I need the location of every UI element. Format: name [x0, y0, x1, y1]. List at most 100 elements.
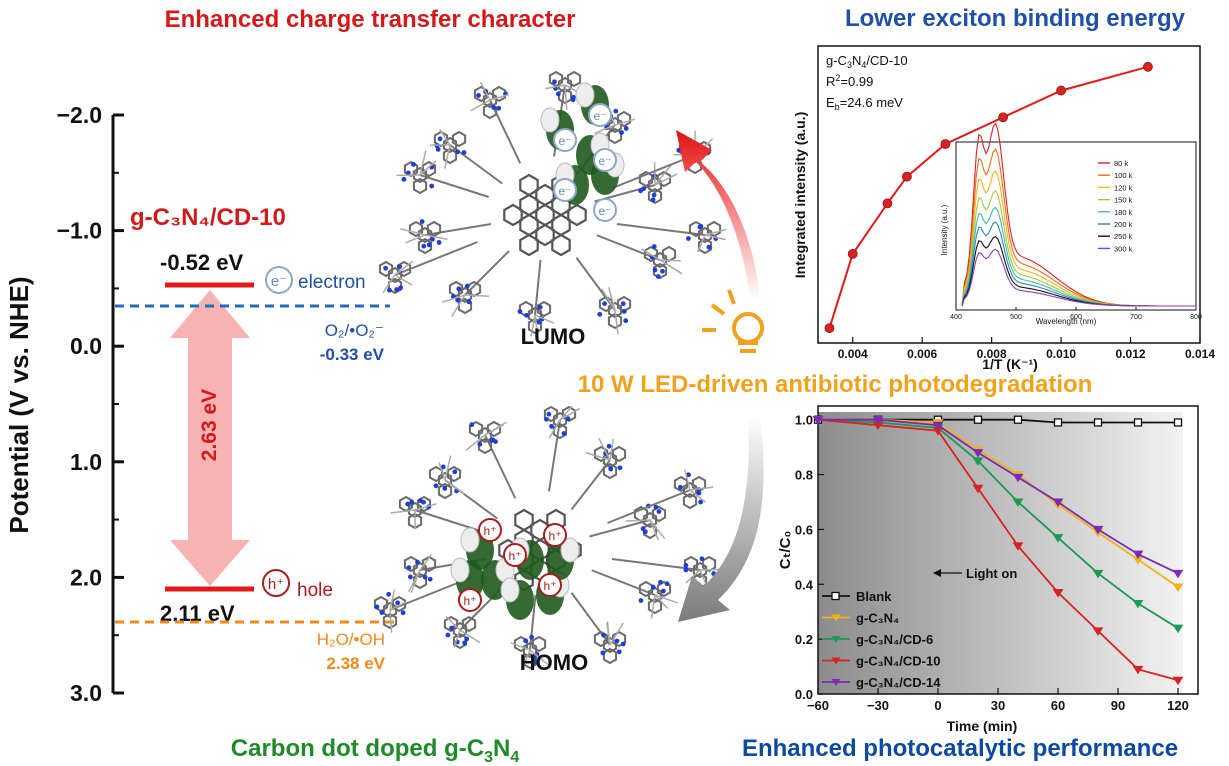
orbital-lobe-white: [540, 107, 560, 133]
hydrogen-bond: [414, 503, 437, 511]
degradation-ytick-label: 0.0: [795, 687, 813, 702]
orbital-lobe-white: [575, 82, 595, 108]
nitrogen-atom: [421, 243, 427, 249]
hydrogen-bond: [529, 649, 549, 666]
nitrogen-atom: [655, 274, 661, 279]
hydrogen-bond: [659, 259, 681, 262]
degradation-point: [1172, 676, 1184, 686]
nitrogen-atom: [696, 490, 702, 496]
hydrogen-bond: [585, 452, 611, 461]
degradation-ytick-label: 0.8: [795, 468, 813, 483]
heptazine-ring: [552, 422, 568, 440]
heptazine-ring: [651, 505, 667, 523]
arm-bond: [612, 154, 696, 189]
hole-marker-label: h⁺: [463, 594, 476, 608]
hydrogen-bond: [424, 234, 448, 240]
heptazine-ring: [536, 300, 552, 318]
heptazine-ring: [452, 621, 468, 639]
degradation-point: [1092, 525, 1104, 535]
heptazine-ring: [607, 312, 623, 330]
arm-bond: [419, 174, 490, 198]
nitrogen-atom: [455, 297, 461, 303]
potential-axis-label: Potential (V vs. NHE): [4, 276, 34, 533]
heptazine-ring: [387, 277, 403, 295]
nitrogen-atom: [394, 287, 399, 292]
nitrogen-atom: [652, 267, 658, 273]
degradation-ytick-label: 0.4: [795, 577, 814, 592]
heptazine-ring: [437, 482, 453, 500]
hydrogen-bond: [444, 455, 452, 481]
electron-marker-label: e⁻: [558, 184, 571, 198]
heptazine-ring: [611, 445, 627, 463]
core-ring: [535, 183, 555, 207]
heptazine-ring: [451, 130, 467, 148]
nitrogen-atom: [606, 443, 612, 449]
nitrogen-atom: [419, 219, 425, 224]
hydrogen-bond: [441, 294, 466, 303]
hole-marker-icon: [543, 523, 567, 547]
nitrogen-atom: [426, 242, 432, 248]
heptazine-ring: [412, 561, 428, 579]
hydrogen-bond: [704, 234, 726, 241]
core-ring: [519, 213, 539, 237]
hydrogen-bond: [394, 274, 412, 286]
nitrogen-atom: [436, 240, 442, 245]
hydrogen-bond: [659, 259, 683, 275]
degradation-legend-label: g-C₃N₄/CD-14: [856, 675, 941, 690]
header-photocatalytic: Enhanced photocatalytic performance: [742, 735, 1178, 762]
potential-tick-label: 2.0: [70, 564, 102, 590]
hydrogen-bond: [548, 419, 561, 439]
hydrogen-bond: [394, 260, 414, 276]
heptazine-ring: [543, 405, 559, 423]
heptazine-ring: [457, 286, 473, 304]
nitrogen-atom: [658, 579, 663, 585]
hydrogen-bond: [451, 294, 466, 318]
nitrogen-atom: [464, 283, 470, 289]
hydrogen-bond: [654, 594, 669, 609]
degradation-ytick-label: 0.2: [795, 632, 813, 647]
heptazine-ring: [416, 495, 432, 513]
nitrogen-atom: [664, 581, 670, 587]
exciton-point: [1056, 85, 1066, 96]
heptazine-ring: [656, 580, 672, 598]
nitrogen-atom: [442, 486, 448, 491]
pl-legend-label: 180 k: [1114, 208, 1133, 217]
hydrogen-bond: [419, 160, 437, 176]
nitrogen-atom: [641, 186, 647, 192]
degradation-point: [1172, 583, 1184, 592]
heptazine-ring: [443, 615, 459, 633]
nitrogen-atom: [555, 91, 561, 97]
nitrogen-atom: [546, 411, 552, 417]
orbital-lobe-white: [450, 557, 470, 583]
nitrogen-atom: [686, 472, 691, 478]
degradation-ytick-label: 0.6: [795, 522, 813, 537]
hydrogen-bond: [609, 622, 624, 646]
nitrogen-atom: [614, 638, 620, 644]
nitrogen-atom: [678, 484, 683, 490]
hydrogen-bond: [649, 519, 666, 540]
pl-inset-ylabel: Intensity (a.u.): [940, 204, 949, 255]
heptazine-ring: [697, 226, 713, 244]
hole-marker-icon: [478, 518, 502, 542]
heptazine-ring: [482, 91, 498, 109]
arm-bond: [548, 419, 561, 492]
hydrogen-bond: [704, 228, 727, 236]
nitrogen-atom: [617, 465, 623, 471]
nitrogen-atom: [706, 244, 712, 250]
nitrogen-atom: [405, 170, 411, 176]
arm-bond: [489, 99, 522, 164]
core-ring: [567, 203, 587, 227]
exciton-point: [824, 323, 835, 334]
hydrogen-bond: [400, 228, 426, 236]
degradation-chart-frame: [817, 405, 1199, 695]
nitrogen-atom: [676, 147, 682, 153]
pl-inset-xlabel: Wavelength (nm): [1036, 317, 1097, 326]
nitrogen-atom: [406, 565, 412, 571]
hole-marker-label: h⁺: [548, 529, 561, 543]
exciton-point: [902, 171, 912, 182]
degradation-point: [1132, 599, 1144, 609]
hole-label: hole: [297, 580, 333, 601]
heptazine-ring: [656, 170, 672, 188]
